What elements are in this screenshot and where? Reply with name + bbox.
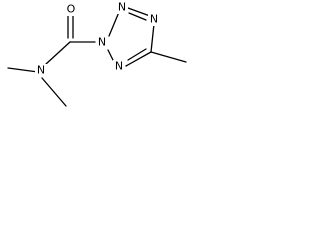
amide-nitrogen-label: N <box>37 64 45 77</box>
ring-c5-n1-bond-b <box>127 48 147 61</box>
ring-n2-atom: N <box>96 36 108 49</box>
ring-n3-n4-bond-b <box>128 12 147 21</box>
ring-methyl-bond <box>150 51 187 63</box>
ring-n2-n3-bond <box>108 11 120 37</box>
oxygen-atom: O <box>65 3 77 16</box>
molecule-drawing: O N N N N N <box>7 1 187 107</box>
ring-n4-c5-bond <box>150 23 155 53</box>
carbonyl-to-amide-n-bond <box>45 41 71 65</box>
bonds <box>7 7 187 107</box>
ring-n3-label: N <box>118 1 126 14</box>
ring-n1-label: N <box>115 60 123 73</box>
ring-n4-atom: N <box>148 13 160 26</box>
structure-diagram: O N N N N N <box>0 0 200 115</box>
ring-n1-atom: N <box>113 60 125 73</box>
ring-n4-label: N <box>150 13 158 26</box>
ring-n2-label: N <box>98 36 106 49</box>
n-methyl-down-bond <box>41 77 67 107</box>
oxygen-label: O <box>67 3 76 16</box>
ring-c5-n1-bond-a <box>125 51 152 67</box>
ring-n3-n4-bond-a <box>127 7 151 17</box>
amide-nitrogen-atom: N <box>35 64 47 77</box>
ring-n1-n2-bond <box>107 49 114 61</box>
n-methyl-left-bond <box>7 67 39 73</box>
ring-n3-atom: N <box>116 1 128 14</box>
atom-labels: O N N N N N <box>35 1 160 77</box>
